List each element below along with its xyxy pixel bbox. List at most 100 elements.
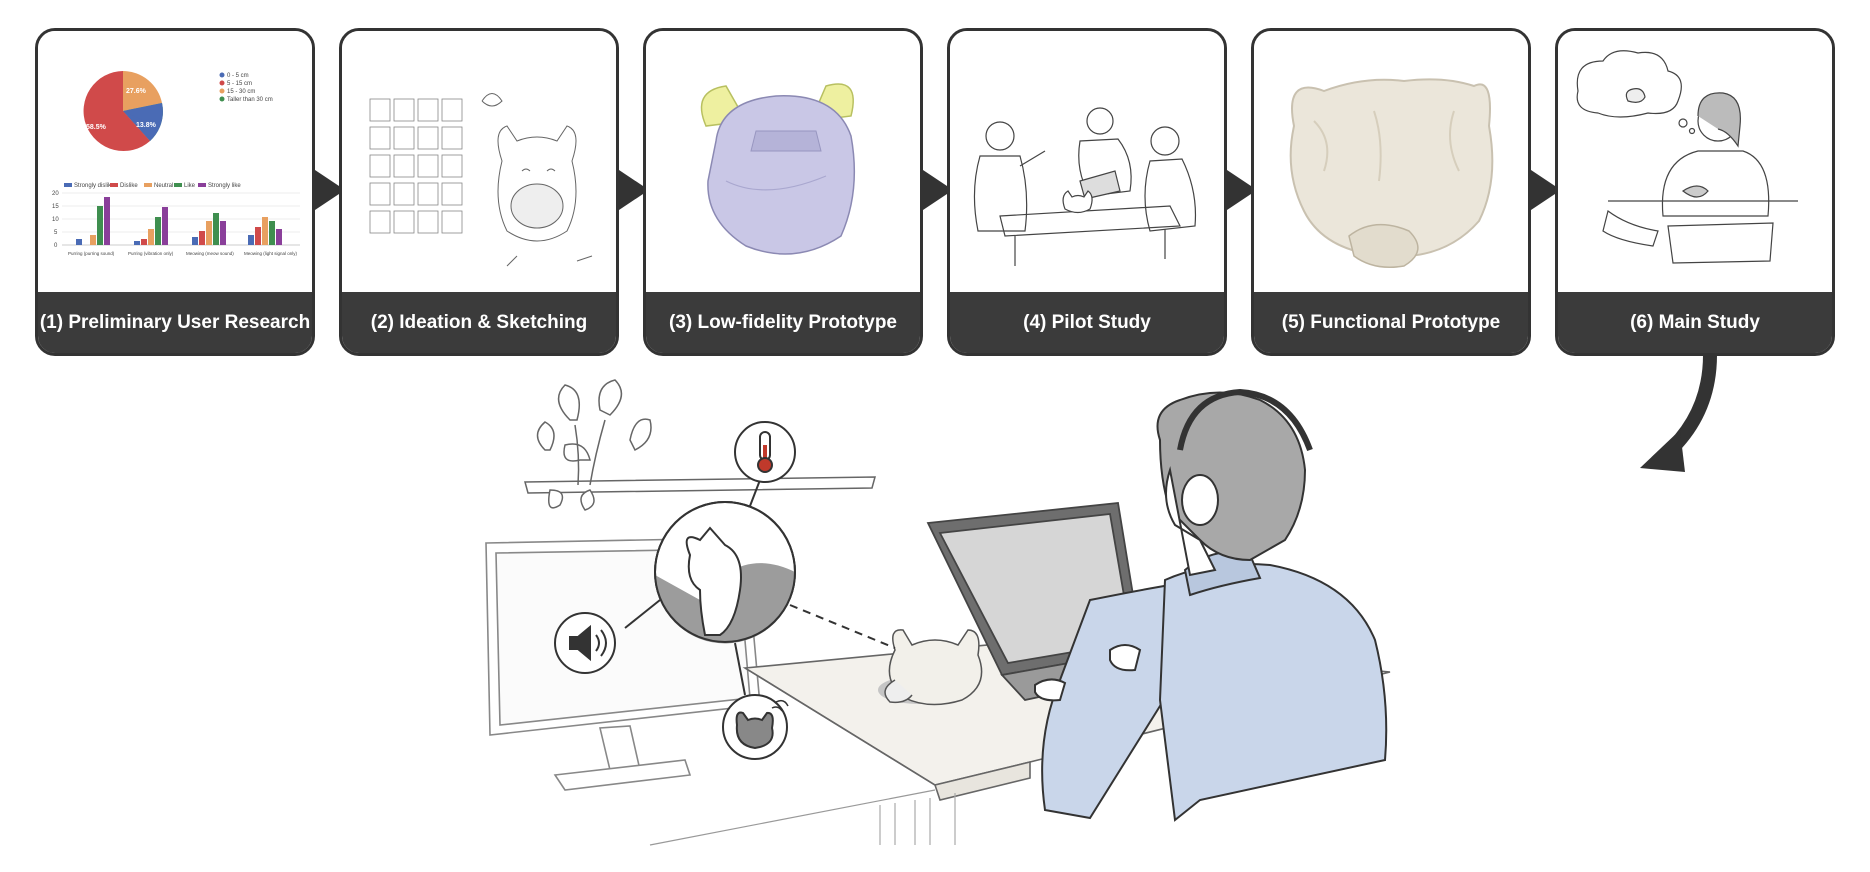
main-study-laptop [1667,222,1774,264]
main-study-image [1558,31,1832,295]
participant-hair [1697,92,1741,148]
laptop-lid [926,502,1144,677]
person-left-head [985,121,1015,151]
pie-chart: 27.6% 58.5% 13.8% [83,71,163,151]
cat-device [878,629,983,706]
pilot-study [973,107,1197,266]
bar-group-1 [76,197,110,245]
thumbnail-grid [369,98,463,234]
sketch-cat [481,93,593,267]
bar-legend-0: Strongly dislike [74,183,115,189]
pie-label-1: 27.6% [126,88,147,95]
y-tick-0: 0 [54,243,58,249]
person-arm [1041,583,1171,820]
speaker-icon [569,624,591,662]
pie-legend-0: 0 - 5 cm [227,73,249,79]
desk-top [742,639,1391,786]
stage-preliminary-user-research: 27.6% 58.5% 13.8% 0 - 5 cm 5 - 15 cm 15 … [35,28,315,356]
person-right-head [1150,126,1180,156]
stage-functional-prototype: (5) Functional Prototype [1251,28,1531,356]
bar-group-2 [134,207,168,245]
stage-label: (2) Ideation & Sketching [342,292,616,353]
stage-label: (4) Pilot Study [950,292,1224,353]
research-charts-image: 27.6% 58.5% 13.8% 0 - 5 cm 5 - 15 cm 15 … [38,31,312,295]
main-study [1576,50,1798,264]
y-tick-15: 15 [52,204,59,210]
monitor-base [553,759,692,791]
functional-prototype [1289,78,1494,268]
person-shirt [1158,563,1388,822]
thermometer-callout [734,421,796,483]
prototype-body [707,95,856,255]
callout-connectors [624,479,761,696]
pie-label-3: 13.8% [136,122,157,129]
person-center-head [1086,107,1114,135]
person-face [1165,466,1217,577]
pie-slice-15-30 [123,71,162,111]
bar-categories: Purring (purring sound) Purring (vibrati… [68,251,298,256]
cat-device-body [888,629,983,706]
vibrating-cat-icon [735,711,774,750]
category-2: Meowing (meow sound) [186,251,234,256]
laptop-screen [938,513,1134,664]
speaker-callout [554,612,616,674]
bar-group-3 [192,213,226,245]
stage-label: (5) Functional Prototype [1254,292,1528,353]
category-1: Purring (vibration only) [128,251,174,256]
thermometer-icon [757,457,773,473]
y-tick-5: 5 [54,230,58,236]
functional-prototype-image [1254,31,1528,295]
monitor-stand [599,725,642,771]
bar-legend-2: Neutral [154,183,173,189]
bar-legend-1: Dislike [120,183,138,189]
stage-label: (6) Main Study [1558,292,1832,353]
stage-label: (3) Low-fidelity Prototype [646,292,920,353]
person-user [1034,388,1388,822]
y-tick-20: 20 [52,191,59,197]
bar-legend: Strongly dislike Dislike Neutral Like St… [64,183,241,189]
stage-main-study: (6) Main Study [1555,28,1835,356]
bar-legend-4: Strongly like [208,183,241,189]
dashed-connector [789,604,896,649]
pie-legend: 0 - 5 cm 5 - 15 cm 15 - 30 cm Taller tha… [219,72,273,103]
plant-shelf [524,379,876,511]
laptop [926,502,1178,701]
furry-tail [1348,223,1419,268]
low-fi-prototype [700,83,856,255]
y-tick-10: 10 [52,217,59,223]
person-right-body [1144,158,1197,232]
category-0: Purring (purring sound) [68,251,115,256]
stage-ideation-sketching: (2) Ideation & Sketching [339,28,619,356]
stage-low-fidelity-prototype: (3) Low-fidelity Prototype [643,28,923,356]
person-center-body [1078,138,1132,197]
curved-flow-arrow [1640,354,1717,472]
prototype-fold [750,130,822,152]
pilot-study-image [950,31,1224,295]
person-hair [1156,391,1307,562]
pilot-table [999,205,1181,237]
pie-slice-5-15 [83,71,150,151]
stage-pilot-study: (4) Pilot Study [947,28,1227,356]
pilot-cat-device [1062,190,1093,214]
laptop-base [1000,649,1178,701]
person-hands [1034,644,1142,702]
bar-group-4 [248,217,282,245]
desk [649,639,1391,846]
monitor-frame [485,537,761,736]
cat-callout-circle [654,501,796,644]
pie-legend-2: 15 - 30 cm [227,89,255,95]
main-study-cat [1681,185,1709,198]
stage-label: (1) Preliminary User Research [38,292,312,353]
bar-legend-3: Like [184,183,196,189]
pie-legend-1: 5 - 15 cm [227,81,252,87]
category-3: Meowing (light signal only) [244,251,298,256]
headphones-ear-cup [1181,474,1219,526]
furry-body [1289,78,1494,258]
vibration-callout [722,694,789,760]
sketches-image [342,31,616,295]
person-left-body [973,155,1028,232]
pie-label-2: 58.5% [86,124,107,131]
participant-body [1661,150,1770,217]
headphones-band [1177,388,1313,452]
monitor [485,537,761,791]
